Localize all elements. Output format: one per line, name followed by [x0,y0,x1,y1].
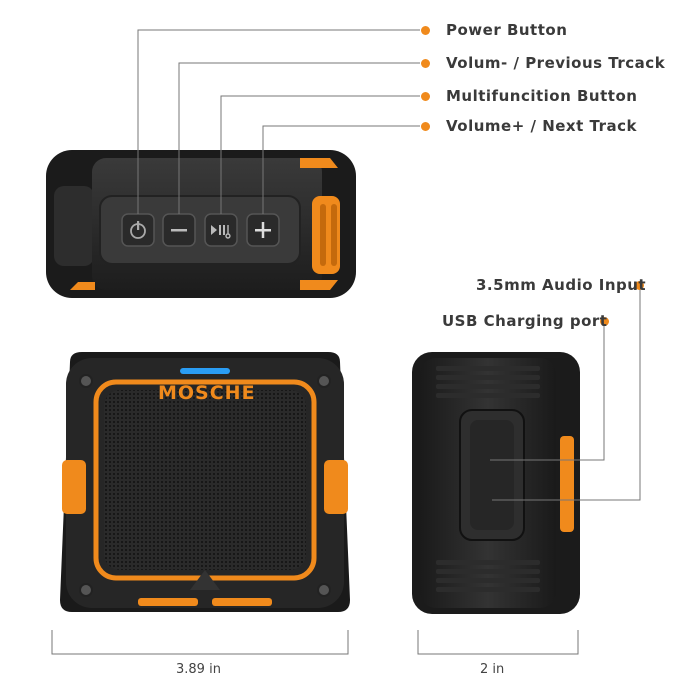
label-usb-port: USB Charging port [442,312,608,330]
label-volume-plus: Volume+ / Next Track [446,117,637,135]
label-multifunction: Multifuncition Button [446,87,638,105]
callout-dot-power [421,26,430,35]
callout-dot-usb-port [600,317,609,326]
label-audio-input: 3.5mm Audio Input [476,276,647,294]
multifunction-button [204,213,238,247]
callout-dot-audio-input [635,281,644,290]
callout-dot-volume-minus [421,59,430,68]
callout-lines-top [137,29,420,214]
side-view-speaker [412,352,580,614]
power-button [121,213,155,247]
top-view-speaker [46,150,356,298]
dimension-depth: 2 in [480,662,505,677]
callout-lines-side [490,285,641,501]
brand-logo: MOSCHE [158,382,256,404]
label-volume-minus: Volum- / Previous Trcack [446,54,666,72]
label-power-button: Power Button [446,21,568,39]
dimension-width: 3.89 in [176,662,221,677]
volume-minus-button [162,213,196,247]
callout-dot-multifunction [421,92,430,101]
callout-dot-volume-plus [421,122,430,131]
volume-plus-button [246,213,280,247]
dimension-lines [51,630,579,655]
front-view-speaker [60,352,350,612]
